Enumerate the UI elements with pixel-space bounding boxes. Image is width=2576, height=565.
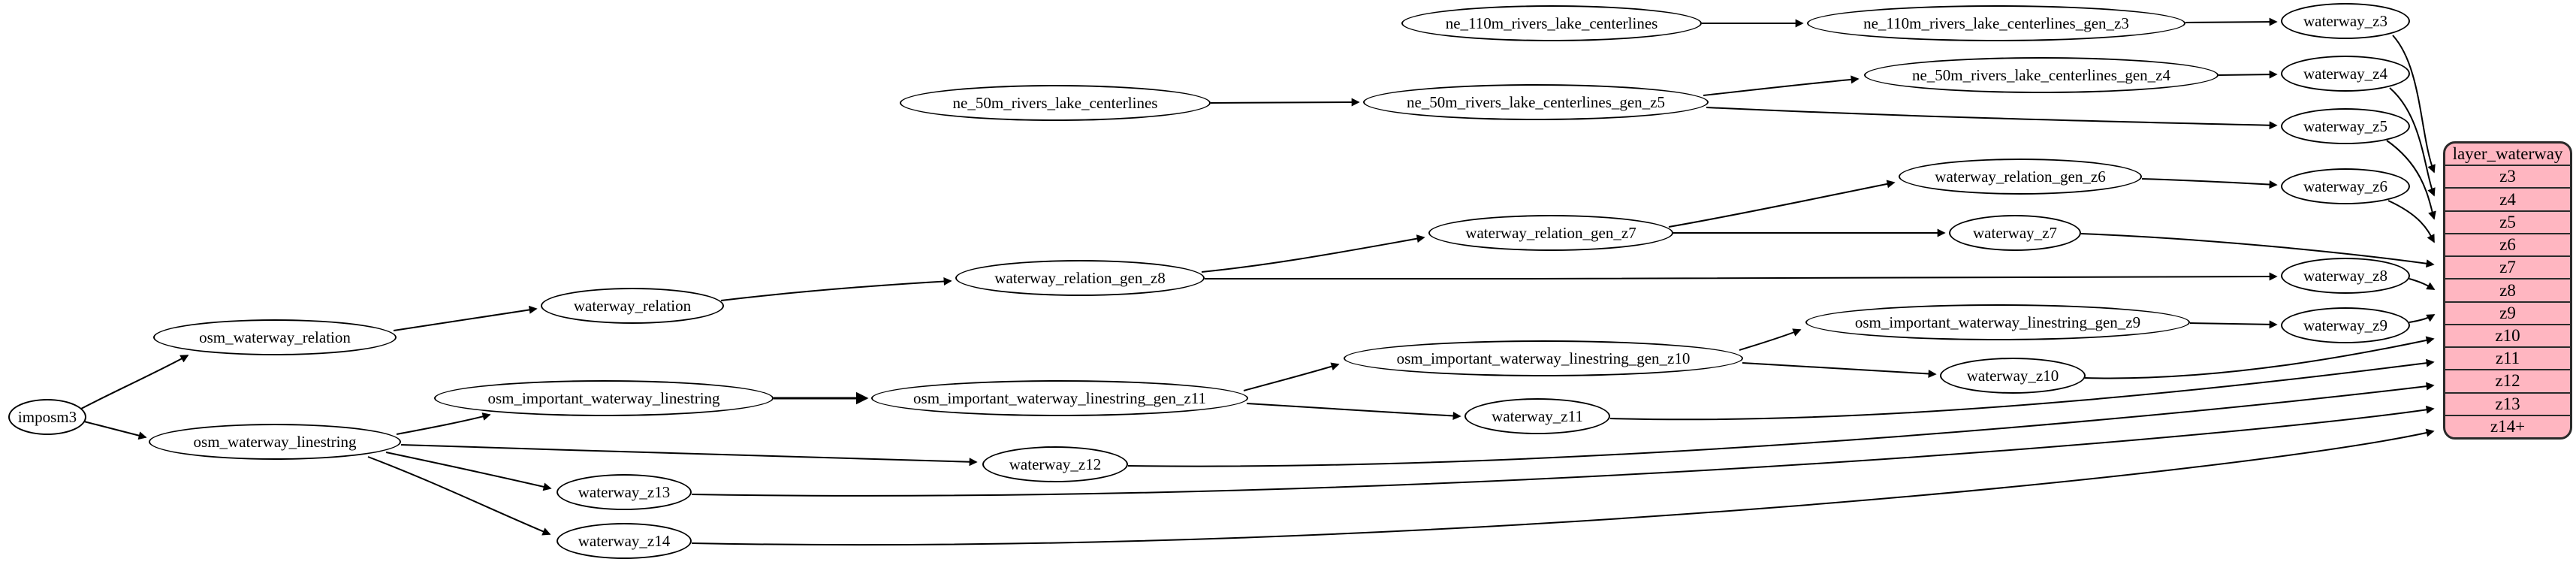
edge-osm_waterway_linestring-waterway_z14 xyxy=(367,456,551,536)
edge-gen_z11-waterway_z11 xyxy=(1246,403,1461,420)
node-waterway_z9: waterway_z9 xyxy=(2281,307,2410,343)
table-row-z5: z5 xyxy=(2445,210,2570,233)
edge-waterway_z9-row_z9 xyxy=(2409,314,2436,323)
edge-imposm3-osm_waterway_linestring xyxy=(83,421,147,440)
node-ne_50m_rivers_lake_centerlines_gen_z4: ne_50m_rivers_lake_centerlines_gen_z4 xyxy=(1864,57,2219,93)
table-row-z4: z4 xyxy=(2445,187,2570,210)
node-waterway_relation_gen_z7: waterway_relation_gen_z7 xyxy=(1428,215,1673,251)
layer-waterway-table: layer_waterway z3 z4 z5 z6 z7 z8 z9 z10 … xyxy=(2443,141,2572,440)
edge-gen_z7-gen_z6 xyxy=(1668,180,1896,228)
node-ne_50m_rivers_lake_centerlines_gen_z5: ne_50m_rivers_lake_centerlines_gen_z5 xyxy=(1363,84,1709,120)
node-ne_110m_rivers_lake_centerlines_gen_z3: ne_110m_rivers_lake_centerlines_gen_z3 xyxy=(1807,5,2185,41)
edge-osm_waterway_linestring-osm_important xyxy=(396,412,491,435)
edge-gen_z6-waterway_z6 xyxy=(2141,178,2278,189)
edge-waterway_z5-row_z5 xyxy=(2386,140,2436,220)
edge-osm_waterway_relation-waterway_relation xyxy=(393,305,538,331)
edge-gen_z10-waterway_z10 xyxy=(1742,362,1937,379)
node-waterway_relation: waterway_relation xyxy=(541,288,724,324)
node-waterway_z4: waterway_z4 xyxy=(2281,56,2410,92)
node-waterway_z14: waterway_z14 xyxy=(557,523,692,559)
node-ne_110m_rivers_lake_centerlines: ne_110m_rivers_lake_centerlines xyxy=(1401,5,1702,41)
edge-waterway_z7-row_z7 xyxy=(2080,233,2435,268)
table-row-z10: z10 xyxy=(2445,323,2570,346)
table-row-z6: z6 xyxy=(2445,232,2570,255)
edge-waterway_z11-row_z11 xyxy=(1609,358,2435,421)
node-waterway_z7: waterway_z7 xyxy=(1949,215,2081,251)
edge-waterway_z6-row_z6 xyxy=(2387,200,2435,243)
edge-gen_z9-waterway_z9 xyxy=(2189,320,2278,329)
table-row-z12: z12 xyxy=(2445,369,2570,391)
edge-ne50m-ne50m_gen_z5 xyxy=(1210,98,1360,107)
node-waterway_z8: waterway_z8 xyxy=(2281,258,2410,294)
edge-osm_waterway_linestring-waterway_z12 xyxy=(400,444,978,467)
node-waterway_relation_gen_z8: waterway_relation_gen_z8 xyxy=(955,260,1205,296)
node-osm_important_waterway_linestring: osm_important_waterway_linestring xyxy=(434,380,774,416)
edge-ne50m_gen_z5-waterway_z5 xyxy=(1706,107,2278,130)
node-osm_waterway_relation: osm_waterway_relation xyxy=(153,319,397,355)
node-waterway_z13: waterway_z13 xyxy=(557,474,692,510)
table-row-z7: z7 xyxy=(2445,255,2570,278)
node-ne_50m_rivers_lake_centerlines: ne_50m_rivers_lake_centerlines xyxy=(900,85,1211,121)
edge-imposm3-osm_waterway_relation xyxy=(80,355,189,409)
edge-waterway_z10-row_z10 xyxy=(2084,336,2435,379)
table-row-z3: z3 xyxy=(2445,165,2570,187)
node-waterway_z6: waterway_z6 xyxy=(2281,168,2410,204)
table-row-z11: z11 xyxy=(2445,346,2570,369)
edge-osm_waterway_linestring-waterway_z13 xyxy=(385,452,552,491)
node-waterway_z12: waterway_z12 xyxy=(982,446,1128,482)
edge-waterway_z8-row_z8 xyxy=(2409,278,2436,290)
edge-waterway_z13-row_z13 xyxy=(691,405,2435,497)
table-header: layer_waterway xyxy=(2452,144,2563,164)
node-osm_important_waterway_linestring_gen_z9: osm_important_waterway_linestring_gen_z9 xyxy=(1805,304,2190,340)
node-waterway_z3: waterway_z3 xyxy=(2281,3,2410,39)
edge-waterway_z14-row_z14 xyxy=(691,428,2435,546)
edge-gen_z11-gen_z10 xyxy=(1243,362,1340,391)
node-osm_important_waterway_linestring_gen_z10: osm_important_waterway_linestring_gen_z1… xyxy=(1344,340,1743,376)
node-osm_important_waterway_linestring_gen_z11: osm_important_waterway_linestring_gen_z1… xyxy=(871,380,1248,416)
node-waterway_z10: waterway_z10 xyxy=(1940,358,2086,394)
edge-ne50m_gen_z4-waterway_z4 xyxy=(2218,70,2278,79)
edge-gen_z8-gen_z7 xyxy=(1201,234,1425,273)
node-waterway_relation_gen_z6: waterway_relation_gen_z6 xyxy=(1899,159,2142,195)
edge-waterway_relation-gen_z8 xyxy=(720,277,952,301)
table-row-z14: z14+ xyxy=(2445,414,2570,437)
edge-waterway_z3-row_z3 xyxy=(2392,35,2436,174)
edge-ne110m_gen_z3-waterway_z3 xyxy=(2185,17,2278,26)
edge-waterway_z4-row_z4 xyxy=(2389,87,2436,197)
node-osm_waterway_linestring: osm_waterway_linestring xyxy=(149,424,401,460)
edge-waterway_z12-row_z12 xyxy=(1127,382,2435,467)
edge-gen_z8-waterway_z8 xyxy=(1204,272,2278,281)
node-waterway_z5: waterway_z5 xyxy=(2281,108,2410,144)
table-row-z13: z13 xyxy=(2445,391,2570,415)
table-row-z9: z9 xyxy=(2445,301,2570,324)
table-row-z8: z8 xyxy=(2445,278,2570,301)
node-waterway_z11: waterway_z11 xyxy=(1464,398,1610,434)
edge-gen_z10-gen_z9 xyxy=(1739,328,1802,351)
node-imposm3: imposm3 xyxy=(8,399,86,435)
edge-ne50m_gen_z5-ne50m_gen_z4 xyxy=(1703,75,1860,96)
